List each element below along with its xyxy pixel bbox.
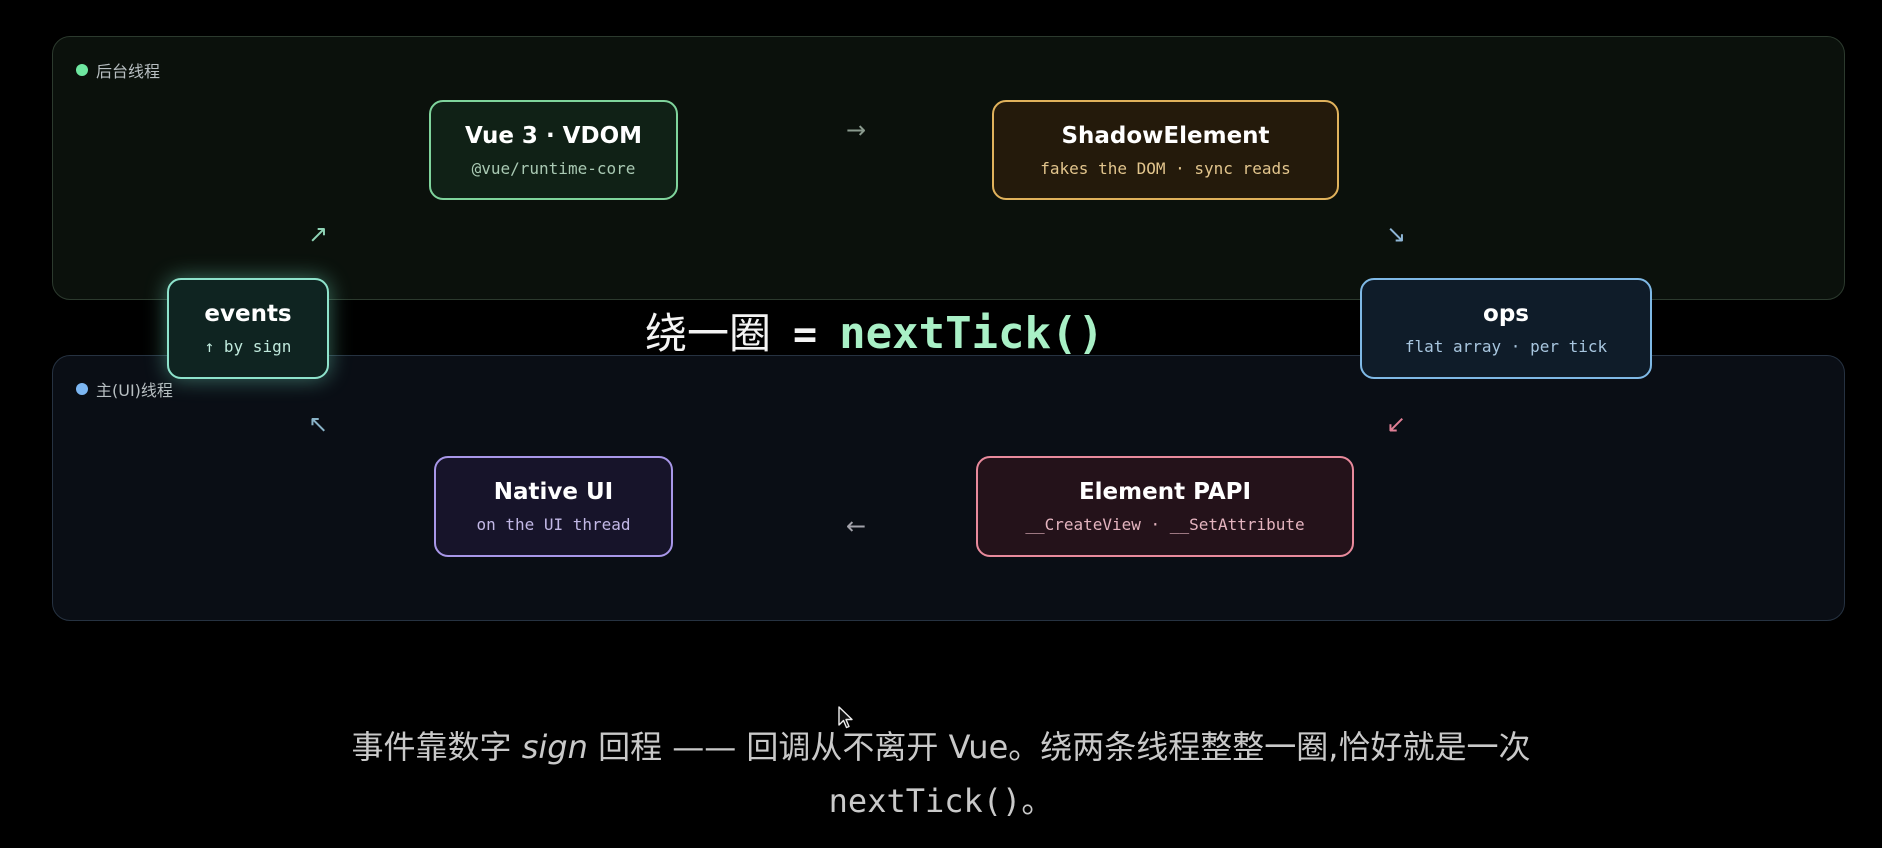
node-native-ui-subtitle: on the UI thread — [476, 515, 631, 534]
node-vue-vdom: Vue 3 · VDOM @vue/runtime-core — [429, 100, 678, 200]
node-shadow-element: ShadowElement fakes the DOM · sync reads — [992, 100, 1339, 200]
center-equation-code: nextTick() — [839, 308, 1105, 359]
background-thread-label: 后台线程 — [76, 58, 160, 82]
node-ops: ops flat array · per tick — [1360, 278, 1652, 379]
center-equation: 绕一圈 = nextTick() — [645, 300, 1104, 361]
arrow-up-right-icon: ↗ — [308, 220, 329, 248]
node-element-papi-title: Element PAPI — [1078, 479, 1252, 505]
node-events: events ↑ by sign — [167, 278, 329, 379]
node-element-papi: Element PAPI __CreateView · __SetAttribu… — [976, 456, 1354, 557]
background-thread-panel — [52, 36, 1845, 300]
caption-part-2: 回程 —— 回调从不离开 Vue。绕两条线程整整一圈,恰好就是一次 — [587, 728, 1531, 766]
main-thread-label-text: 主(UI)线程 — [96, 381, 173, 400]
node-vue-vdom-subtitle: @vue/runtime-core — [471, 158, 636, 178]
center-equation-text: 绕一圈 — [645, 309, 772, 358]
caption-line-2: nextTick()。 — [828, 782, 1054, 820]
node-native-ui: Native UI on the UI thread — [434, 456, 673, 557]
node-ops-title: ops — [1483, 301, 1529, 327]
caption-part-1: 事件靠数字 — [351, 728, 522, 766]
node-native-ui-title: Native UI — [493, 479, 614, 505]
main-thread-panel — [52, 355, 1845, 621]
node-events-title: events — [204, 301, 292, 327]
arrow-down-right-icon: ↘ — [1386, 220, 1407, 248]
node-shadow-element-subtitle: fakes the DOM · sync reads — [1040, 158, 1291, 178]
green-dot-icon — [76, 64, 88, 76]
node-element-papi-subtitle: __CreateView · __SetAttribute — [1025, 515, 1305, 534]
arrow-down-left-icon: ↙ — [1386, 410, 1407, 438]
arrow-right-icon: → — [846, 116, 867, 144]
node-ops-subtitle: flat array · per tick — [1404, 337, 1608, 356]
center-equation-equals: = — [793, 312, 818, 358]
arrow-up-left-icon: ↖ — [308, 410, 329, 438]
background-thread-label-text: 后台线程 — [96, 62, 161, 81]
node-events-subtitle: ↑ by sign — [204, 337, 292, 356]
node-vue-vdom-title: Vue 3 · VDOM — [464, 122, 643, 149]
caption-sign: sign — [521, 728, 588, 766]
arrow-left-icon: ← — [846, 512, 867, 540]
mouse-cursor-icon — [838, 706, 853, 729]
node-shadow-element-title: ShadowElement — [1061, 122, 1270, 149]
main-thread-label: 主(UI)线程 — [76, 377, 173, 401]
blue-dot-icon — [76, 383, 88, 395]
caption-line-1: 事件靠数字 sign 回程 —— 回调从不离开 Vue。绕两条线程整整一圈,恰好… — [200, 722, 1682, 768]
